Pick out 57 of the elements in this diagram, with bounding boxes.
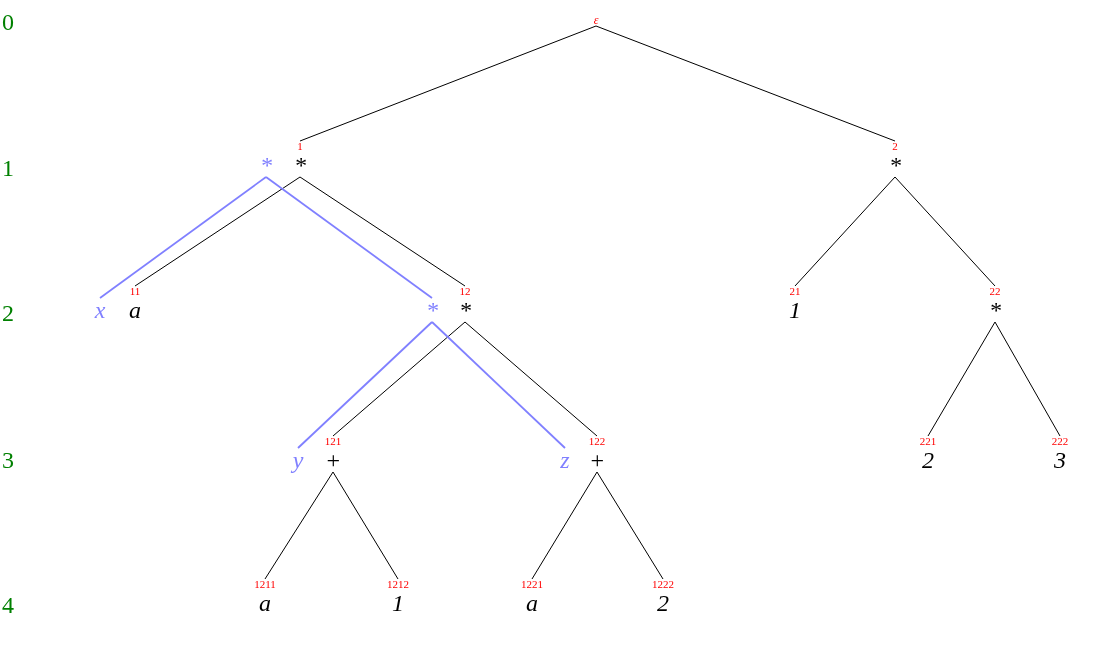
tree-edge bbox=[332, 471, 399, 580]
node-symbol: + bbox=[324, 448, 342, 472]
node-address: 1221 bbox=[521, 579, 543, 590]
node-symbol: y bbox=[292, 448, 304, 472]
tree-edge bbox=[794, 176, 896, 287]
tree-edge bbox=[299, 25, 597, 142]
tree-edge bbox=[265, 176, 433, 299]
node-symbol: * bbox=[260, 153, 272, 177]
node-symbol: x bbox=[94, 298, 106, 322]
node-address: 11 bbox=[129, 286, 141, 297]
node-address: 121 bbox=[324, 436, 342, 447]
depth-label: 0 bbox=[2, 10, 14, 34]
node-address: 21 bbox=[789, 286, 801, 297]
tree-edge bbox=[332, 321, 466, 437]
node-symbol: 1 bbox=[789, 298, 801, 322]
node-address: 2 bbox=[892, 141, 898, 152]
depth-label: 1 bbox=[2, 156, 14, 180]
tree-edge bbox=[595, 25, 896, 142]
tree-edge bbox=[297, 321, 433, 449]
node-address: 221 bbox=[919, 436, 937, 447]
node-address: 22 bbox=[989, 286, 1001, 297]
node-symbol: z bbox=[560, 448, 570, 472]
tree-edge bbox=[994, 321, 1061, 437]
node-symbol: * bbox=[294, 153, 306, 177]
depth-label: 4 bbox=[2, 593, 14, 617]
node-address: 1 bbox=[297, 141, 303, 152]
node-symbol: 1 bbox=[392, 591, 404, 615]
tree-edge bbox=[531, 471, 598, 580]
node-symbol: * bbox=[989, 298, 1001, 322]
tree-edge bbox=[264, 471, 334, 580]
tree-edge bbox=[927, 321, 996, 437]
node-symbol: * bbox=[889, 153, 901, 177]
node-address: 1212 bbox=[387, 579, 409, 590]
tree-edge bbox=[299, 176, 466, 287]
node-address: 1211 bbox=[254, 579, 276, 590]
tree-edge bbox=[431, 321, 566, 449]
node-address: 222 bbox=[1051, 436, 1069, 447]
node-symbol: 2 bbox=[922, 448, 934, 472]
tree-edge bbox=[894, 176, 996, 287]
depth-label: 2 bbox=[2, 301, 14, 325]
node-symbol: + bbox=[588, 448, 606, 472]
node-symbol: * bbox=[459, 298, 471, 322]
node-symbol: * bbox=[426, 298, 438, 322]
depth-label: 3 bbox=[2, 448, 14, 472]
node-symbol: a bbox=[259, 591, 271, 615]
node-address: 1222 bbox=[652, 579, 674, 590]
tree-edge bbox=[99, 176, 267, 299]
node-symbol: 3 bbox=[1054, 448, 1066, 472]
node-symbol: a bbox=[129, 298, 141, 322]
node-symbol: a bbox=[526, 591, 538, 615]
node-address: 122 bbox=[588, 436, 606, 447]
tree-edge bbox=[464, 321, 598, 437]
tree-edge bbox=[134, 176, 301, 287]
tree-edge bbox=[596, 471, 664, 580]
node-address: 12 bbox=[459, 286, 471, 297]
node-symbol: 2 bbox=[657, 591, 669, 615]
node-address: ε bbox=[593, 14, 599, 26]
